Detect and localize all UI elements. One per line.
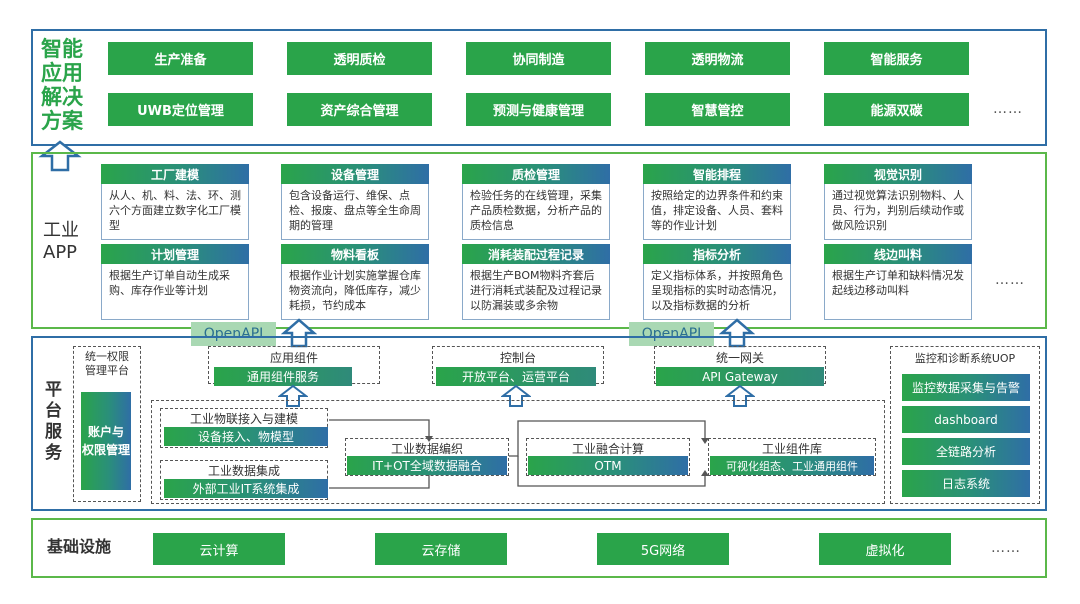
library-label: 工业组件库 <box>761 442 822 456</box>
app-card-title: 消耗装配过程记录 <box>462 244 610 264</box>
infra-item[interactable]: 虚拟化 <box>819 533 951 565</box>
app-card[interactable]: 物料看板 根据作业计划实施掌握仓库物资流向，降低库存，减少耗损，节约成本 <box>281 244 429 320</box>
solution-item[interactable]: 协同制造 <box>466 42 611 75</box>
app-card[interactable]: 计划管理 根据生产订单自动生成采购、库存作业等计划 <box>101 244 249 320</box>
app-card-title: 智能排程 <box>643 164 791 184</box>
app-card-desc: 根据生产订单自动生成采购、库存作业等计划 <box>101 264 249 320</box>
solution-item[interactable]: 透明物流 <box>645 42 790 75</box>
uop-item[interactable]: dashboard <box>902 406 1030 433</box>
solution-item[interactable]: 能源双碳 <box>824 93 969 126</box>
app-layer: 工业 APP 工厂建模 从人、机、料、法、环、测六个方面建立数字化工厂模型 设备… <box>31 152 1047 329</box>
up-arrow-icon <box>38 140 82 172</box>
uop-item[interactable]: 全链路分析 <box>902 438 1030 465</box>
openapi-label: OpenAPI <box>191 322 276 346</box>
app-card-title: 视觉识别 <box>824 164 972 184</box>
component-label: 控制台 <box>499 351 536 365</box>
solutions-more: …… <box>993 101 1023 117</box>
pipeline-connectors <box>329 419 709 489</box>
app-card[interactable]: 视觉识别 通过视觉算法识别物料、人员、行为，判别后续动作或做风险识别 <box>824 164 972 240</box>
component-button[interactable]: 开放平台、运营平台 <box>436 367 596 386</box>
app-card-desc: 根据生产订单和缺料情况发起线边移动叫料 <box>824 264 972 320</box>
library-group <box>708 438 876 476</box>
app-card-title: 线边叫料 <box>824 244 972 264</box>
infra-item[interactable]: 5G网络 <box>597 533 729 565</box>
app-card-desc: 根据生产BOM物料齐套后进行消耗式装配及过程记录以防漏装或多余物 <box>462 264 610 320</box>
infra-item[interactable]: 云计算 <box>153 533 285 565</box>
app-card-title: 质检管理 <box>462 164 610 184</box>
solution-item[interactable]: UWB定位管理 <box>108 93 253 126</box>
app-card-title: 指标分析 <box>643 244 791 264</box>
component-button[interactable]: 通用组件服务 <box>214 367 352 386</box>
component-button[interactable]: API Gateway <box>656 367 824 386</box>
component-label: 统一网关 <box>715 351 764 365</box>
up-arrow-icon <box>725 384 755 407</box>
solution-item[interactable]: 透明质检 <box>287 42 432 75</box>
app-card-title: 物料看板 <box>281 244 429 264</box>
app-card-desc: 从人、机、料、法、环、测六个方面建立数字化工厂模型 <box>101 184 249 240</box>
uop-group <box>890 346 1040 504</box>
fusion-group <box>526 438 690 476</box>
app-card-desc: 通过视觉算法识别物料、人员、行为，判别后续动作或做风险识别 <box>824 184 972 240</box>
app-card[interactable]: 质检管理 检验任务的在线管理，采集产品质检数据，分析产品的质检信息 <box>462 164 610 240</box>
solution-item[interactable]: 预测与健康管理 <box>466 93 611 126</box>
solution-item[interactable]: 智能服务 <box>824 42 969 75</box>
uop-item[interactable]: 日志系统 <box>902 470 1030 497</box>
app-card[interactable]: 消耗装配过程记录 根据生产BOM物料齐套后进行消耗式装配及过程记录以防漏装或多余… <box>462 244 610 320</box>
infra-layer: 基础设施 云计算 云存储 5G网络 虚拟化 …… <box>31 518 1047 578</box>
up-arrow-icon <box>278 384 308 407</box>
uop-item[interactable]: 监控数据采集与告警 <box>902 374 1030 401</box>
auth-group-title: 统一权限 管理平台 <box>85 350 129 377</box>
app-card-desc: 定义指标体系，并按照角色呈现指标的实时动态情况，以及指标数据的分析 <box>643 264 791 320</box>
orchestration-button[interactable]: IT+OT全域数据融合 <box>347 456 507 475</box>
library-button[interactable]: 可视化组态、工业通用组件 <box>710 456 874 475</box>
solution-item[interactable]: 资产综合管理 <box>287 93 432 126</box>
fusion-label: 工业融合计算 <box>571 442 644 456</box>
integration-button[interactable]: 外部工业IT系统集成 <box>164 479 328 498</box>
auth-box[interactable]: 账户与 权限管理 <box>81 392 131 490</box>
app-title: 工业 APP <box>43 220 79 263</box>
app-card-desc: 检验任务的在线管理，采集产品质检数据，分析产品的质检信息 <box>462 184 610 240</box>
app-card-title: 计划管理 <box>101 244 249 264</box>
solution-item[interactable]: 生产准备 <box>108 42 253 75</box>
infra-item[interactable]: 云存储 <box>375 533 507 565</box>
app-card[interactable]: 指标分析 定义指标体系，并按照角色呈现指标的实时动态情况，以及指标数据的分析 <box>643 244 791 320</box>
app-card-title: 工厂建模 <box>101 164 249 184</box>
infra-title: 基础设施 <box>47 537 112 556</box>
app-card-desc: 根据作业计划实施掌握仓库物资流向，降低库存，减少耗损，节约成本 <box>281 264 429 320</box>
app-card[interactable]: 工厂建模 从人、机、料、法、环、测六个方面建立数字化工厂模型 <box>101 164 249 240</box>
solution-item[interactable]: 智慧管控 <box>645 93 790 126</box>
integration-label: 工业数据集成 <box>207 464 280 478</box>
orchestration-label: 工业数据编织 <box>390 442 463 456</box>
app-card[interactable]: 智能排程 按照给定的边界条件和约束值，排定设备、人员、套料等的作业计划 <box>643 164 791 240</box>
iot-label: 工业物联接入与建模 <box>189 412 298 426</box>
fusion-button[interactable]: OTM <box>528 456 688 475</box>
app-card[interactable]: 设备管理 包含设备运行、维保、点检、报废、盘点等全生命周期的管理 <box>281 164 429 240</box>
solutions-title: 智能 应用 解决 方案 <box>41 37 83 133</box>
openapi-label: OpenAPI <box>629 322 714 346</box>
platform-title: 平 台 服 务 <box>45 380 62 463</box>
iot-button[interactable]: 设备接入、物模型 <box>164 427 328 446</box>
app-card-title: 设备管理 <box>281 164 429 184</box>
component-label: 应用组件 <box>269 351 318 365</box>
solutions-layer: 智能 应用 解决 方案 生产准备 透明质检 协同制造 透明物流 智能服务 UWB… <box>31 29 1047 146</box>
data-pipeline-group <box>151 400 885 504</box>
app-card-desc: 按照给定的边界条件和约束值，排定设备、人员、套料等的作业计划 <box>643 184 791 240</box>
app-card[interactable]: 线边叫料 根据生产订单和缺料情况发起线边移动叫料 <box>824 244 972 320</box>
infra-more: …… <box>991 540 1021 556</box>
orchestration-group <box>345 438 509 476</box>
app-card-desc: 包含设备运行、维保、点检、报废、盘点等全生命周期的管理 <box>281 184 429 240</box>
app-more: …… <box>995 272 1025 288</box>
auth-group <box>73 346 141 502</box>
up-arrow-icon <box>501 384 531 407</box>
uop-title: 监控和诊断系统UOP <box>914 352 1016 365</box>
platform-layer: 平 台 服 务 统一权限 管理平台 账户与 权限管理 应用组件 通用组件服务 控… <box>31 336 1047 511</box>
